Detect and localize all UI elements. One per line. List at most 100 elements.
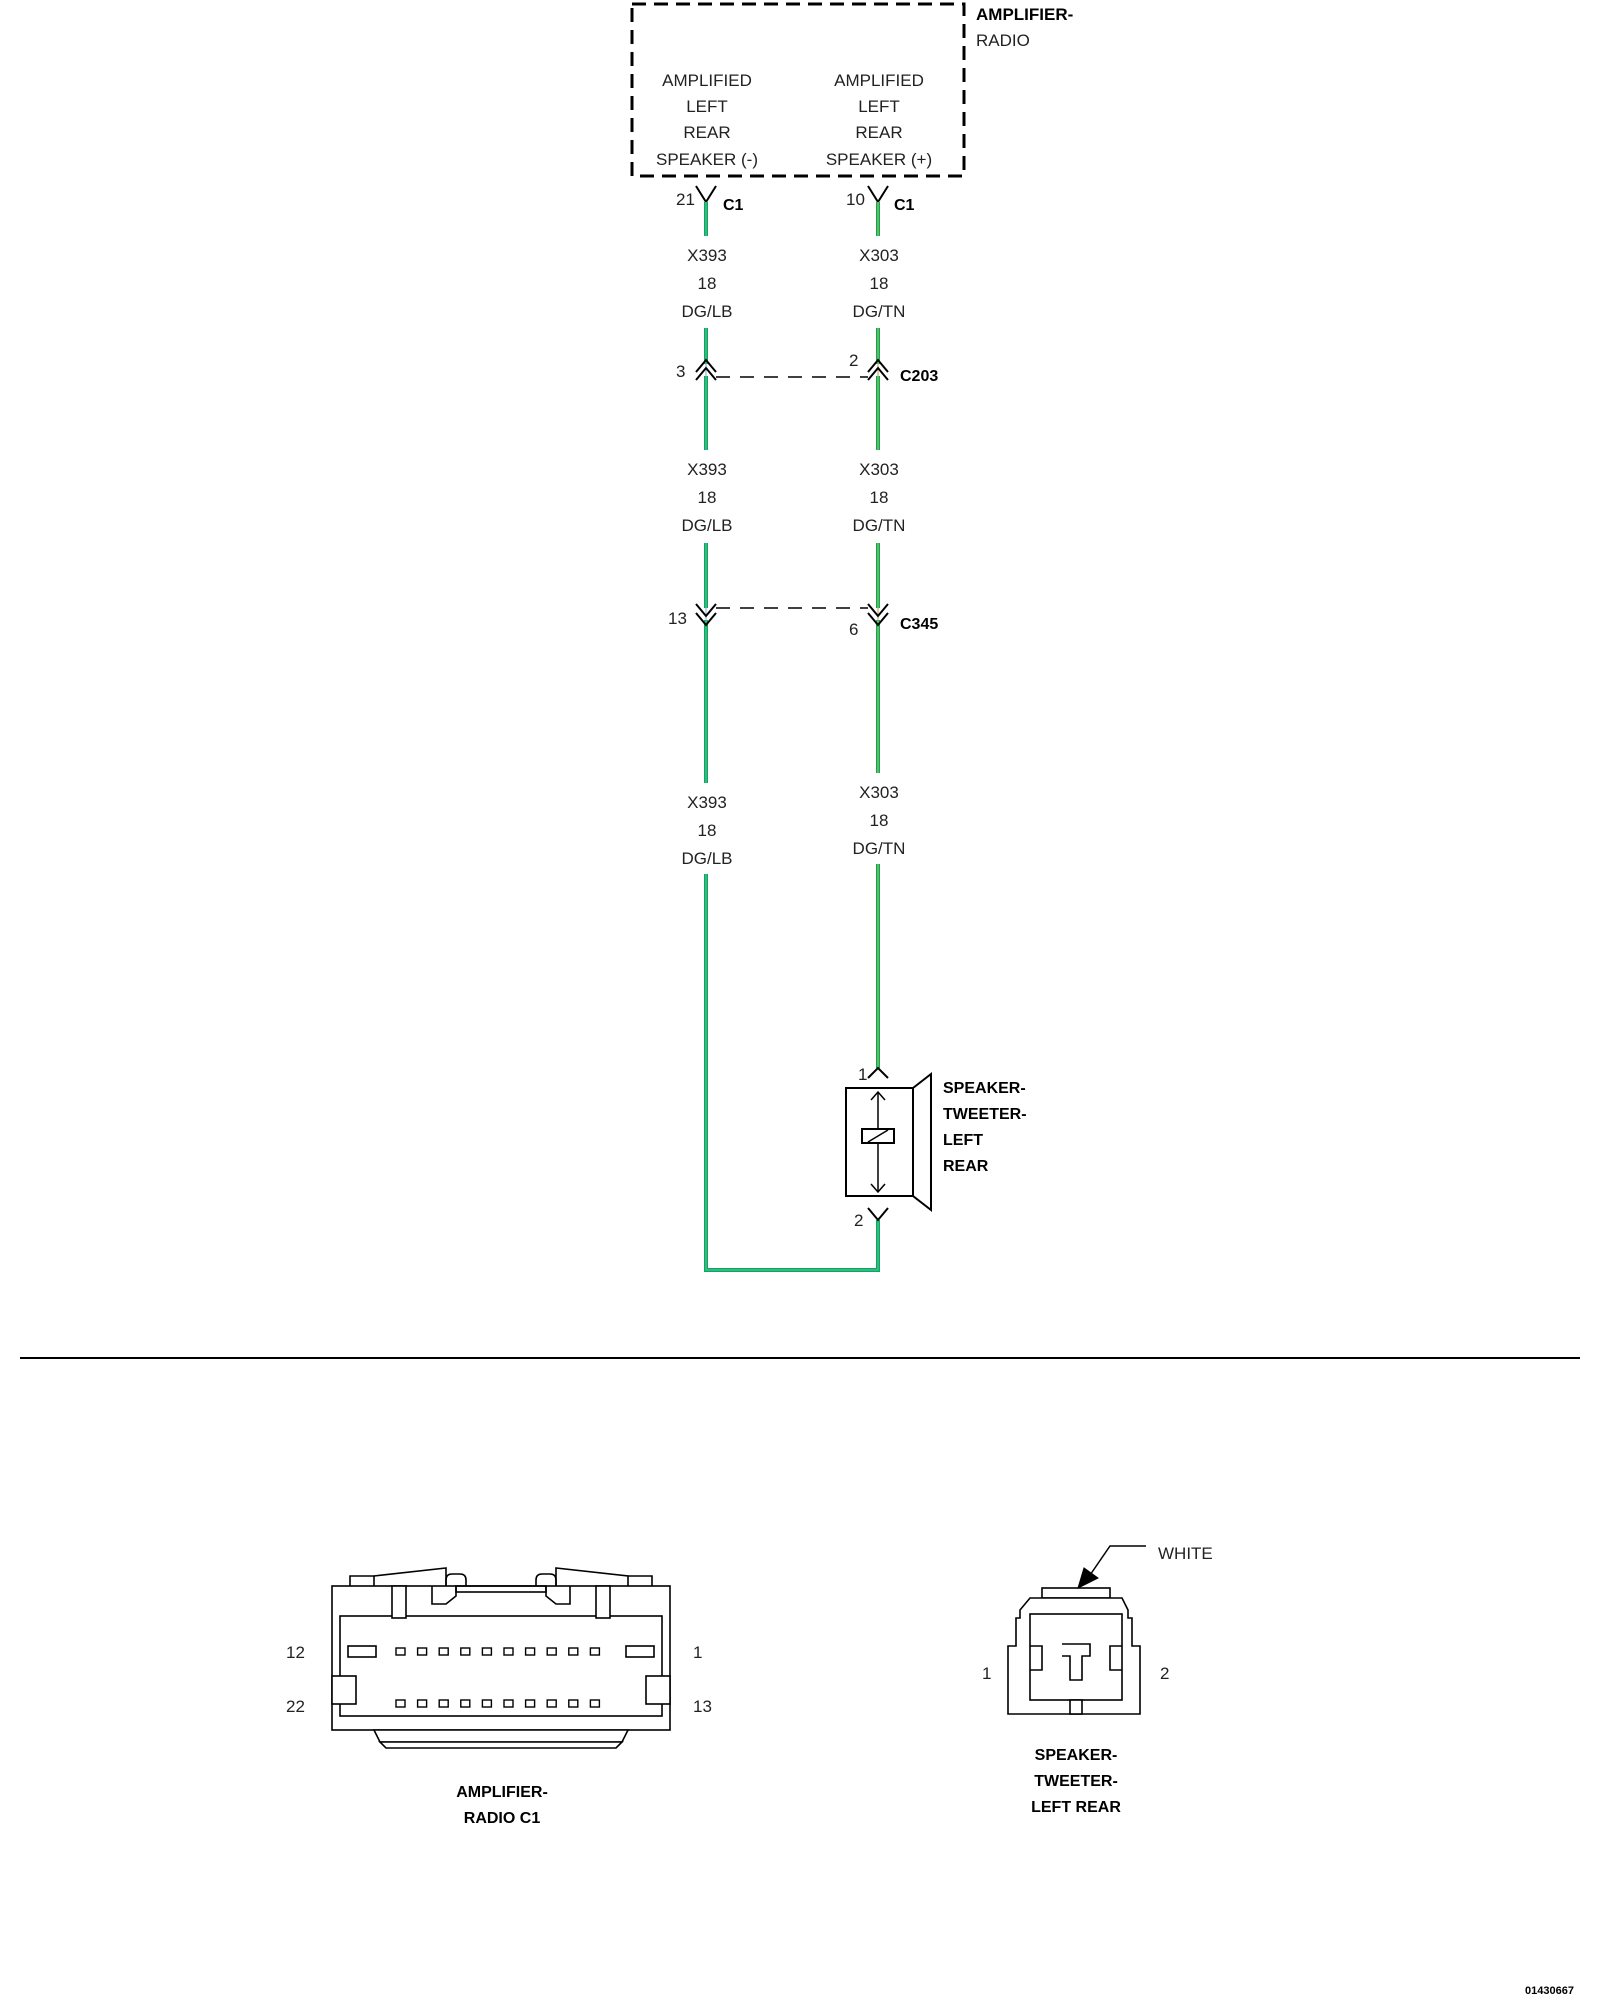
c203-pin-positive: 2 <box>849 351 858 370</box>
svg-text:REAR: REAR <box>855 123 902 142</box>
svg-text:X393: X393 <box>687 460 727 479</box>
speaker-connector-pin-1: 1 <box>982 1664 991 1683</box>
c203-connector <box>695 358 889 381</box>
svg-text:LEFT: LEFT <box>686 97 728 116</box>
c203-pin-negative: 3 <box>676 362 685 381</box>
svg-text:SPEAKER (-): SPEAKER (-) <box>656 150 758 169</box>
module-pin-label-negative: AMPLIFIED LEFT REAR SPEAKER (-) <box>656 71 758 169</box>
c1-cavity <box>546 1647 557 1656</box>
amp-c1-pin-13: 13 <box>693 1697 712 1716</box>
speaker-connector-view-label: SPEAKER- TWEETER- LEFT REAR <box>1031 1747 1121 1816</box>
svg-text:AMPLIFIED: AMPLIFIED <box>662 71 752 90</box>
c1-cavity <box>438 1699 449 1708</box>
svg-text:TWEETER-: TWEETER- <box>1034 1773 1118 1790</box>
svg-text:TWEETER-: TWEETER- <box>943 1106 1027 1123</box>
svg-text:18: 18 <box>870 274 889 293</box>
svg-text:18: 18 <box>870 488 889 507</box>
speaker-tweeter-symbol <box>845 1066 932 1222</box>
c1-cavity <box>568 1647 579 1656</box>
amp-c1-pin-1: 1 <box>693 1643 702 1662</box>
svg-text:X393: X393 <box>687 793 727 812</box>
svg-text:X303: X303 <box>859 460 899 479</box>
c1-terminal-positive <box>867 185 889 204</box>
amp-c1-pin-22: 22 <box>286 1697 305 1716</box>
svg-text:LEFT: LEFT <box>943 1132 983 1149</box>
speaker-connector-color: WHITE <box>1158 1544 1213 1563</box>
svg-text:DG/TN: DG/TN <box>853 516 906 535</box>
svg-text:X303: X303 <box>859 246 899 265</box>
svg-text:SPEAKER-: SPEAKER- <box>943 1080 1026 1097</box>
c1-cavity <box>481 1647 493 1656</box>
c345-label: C345 <box>900 616 938 633</box>
c1-cavity <box>524 1647 536 1656</box>
c1-pin-negative: 21 <box>676 190 695 209</box>
wire-x393-seg4 <box>704 874 880 1272</box>
svg-text:LEFT REAR: LEFT REAR <box>1031 1799 1121 1816</box>
svg-text:REAR: REAR <box>683 123 730 142</box>
svg-text:SPEAKER (+): SPEAKER (+) <box>826 150 932 169</box>
svg-text:LEFT: LEFT <box>858 97 900 116</box>
svg-text:DG/LB: DG/LB <box>681 302 732 321</box>
amplifier-radio-module-box <box>630 2 966 178</box>
module-pin-label-positive: AMPLIFIED LEFT REAR SPEAKER (+) <box>826 71 932 169</box>
c1-cavity <box>416 1699 428 1708</box>
wire-label-x393-2: X393 18 DG/LB <box>681 460 732 535</box>
c1-cavity <box>524 1699 536 1708</box>
c1-terminal-negative <box>695 185 717 204</box>
wire-label-x303-2: X303 18 DG/TN <box>853 460 906 535</box>
amp-c1-pin-12: 12 <box>286 1643 305 1662</box>
speaker-pin-2: 2 <box>854 1211 863 1230</box>
module-title-line2: RADIO <box>976 31 1030 50</box>
c1-label-negative: C1 <box>723 197 744 214</box>
amplifier-radio-c1-cavities <box>395 1647 601 1708</box>
amp-c1-view-label: AMPLIFIER- RADIO C1 <box>456 1784 548 1827</box>
c1-cavity <box>589 1699 601 1708</box>
c345-connector <box>695 603 889 627</box>
c1-cavity <box>395 1647 406 1656</box>
svg-text:AMPLIFIED: AMPLIFIED <box>834 71 924 90</box>
figure-id: 01430667 <box>1525 1985 1574 1997</box>
svg-text:REAR: REAR <box>943 1158 989 1175</box>
c1-cavity <box>416 1647 428 1656</box>
c203-label: C203 <box>900 368 938 385</box>
svg-text:RADIO C1: RADIO C1 <box>464 1810 541 1827</box>
c1-label-positive: C1 <box>894 197 915 214</box>
white-color-callout <box>1077 1545 1146 1589</box>
speaker-connector-view <box>1007 1587 1141 1715</box>
c1-cavity <box>589 1647 601 1656</box>
c1-cavity <box>503 1647 514 1656</box>
svg-text:18: 18 <box>870 811 889 830</box>
c1-pin-positive: 10 <box>846 190 865 209</box>
svg-text:DG/TN: DG/TN <box>853 302 906 321</box>
wire-label-x393-3: X393 18 DG/LB <box>681 793 732 868</box>
svg-text:X303: X303 <box>859 783 899 802</box>
svg-text:AMPLIFIER-: AMPLIFIER- <box>456 1784 548 1801</box>
wire-label-x303-3: X303 18 DG/TN <box>853 783 906 858</box>
svg-text:SPEAKER-: SPEAKER- <box>1035 1747 1118 1764</box>
wire-x393 <box>704 202 880 1272</box>
c1-cavity <box>395 1699 406 1708</box>
wire-label-x303-1: X303 18 DG/TN <box>853 246 906 321</box>
c1-cavity <box>481 1699 493 1708</box>
c1-cavity <box>460 1699 471 1708</box>
svg-text:18: 18 <box>698 274 717 293</box>
svg-text:DG/LB: DG/LB <box>681 516 732 535</box>
module-title-line1: AMPLIFIER- <box>976 5 1073 24</box>
svg-text:DG/TN: DG/TN <box>853 839 906 858</box>
speaker-pin-1: 1 <box>858 1065 867 1084</box>
c1-cavity <box>503 1699 514 1708</box>
c1-cavity <box>546 1699 557 1708</box>
c1-cavity <box>438 1647 449 1656</box>
svg-text:18: 18 <box>698 821 717 840</box>
c345-pin-positive: 6 <box>849 620 858 639</box>
c345-pin-negative: 13 <box>668 609 687 628</box>
svg-text:DG/LB: DG/LB <box>681 849 732 868</box>
svg-text:18: 18 <box>698 488 717 507</box>
c1-cavity <box>460 1647 471 1656</box>
c1-cavity <box>568 1699 579 1708</box>
speaker-connector-pin-2: 2 <box>1160 1664 1169 1683</box>
amplifier-radio-c1-connector-view <box>331 1567 671 1749</box>
speaker-label: SPEAKER- TWEETER- LEFT REAR <box>943 1080 1027 1175</box>
svg-text:X393: X393 <box>687 246 727 265</box>
